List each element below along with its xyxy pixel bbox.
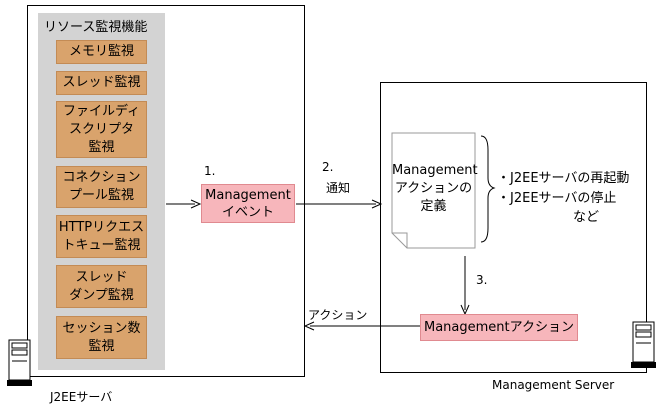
step-2-label: 2. [322,160,334,174]
feature-connection-pool: コネクション プール監視 [56,166,147,208]
management-server-box [380,82,647,373]
action-definition-document: Management アクションの 定義 [392,163,478,214]
step-1-label: 1. [204,164,216,178]
notify-label: 通知 [326,181,351,195]
feature-thread: スレッド監視 [56,71,147,95]
example-etc: など [573,210,600,225]
example-stop: ・J2EEサーバの停止 [497,191,617,206]
j2ee-server-icon [7,339,32,386]
feature-file-descriptor: ファイルディ スクリプタ 監視 [56,101,147,158]
management-server-label: Management Server [492,378,615,392]
management-server-icon [631,321,656,368]
management-event-box: Management イベント [201,184,295,223]
example-restart: ・J2EEサーバの再起動 [497,171,630,186]
feature-thread-dump: スレッド ダンプ監視 [56,265,147,308]
feature-session-count: セッション数 監視 [56,316,147,359]
feature-http-request-queue: HTTPリクエス トキュー監視 [56,215,147,258]
panel-title: リソース監視機能 [44,20,148,35]
j2ee-server-label: J2EEサーバ [50,390,113,404]
feature-memory: メモリ監視 [56,40,147,64]
action-arrow-label: アクション [308,308,368,322]
j2ee-server-box [27,5,305,377]
management-action-box: Managementアクション [420,314,578,341]
step-3-label: 3. [476,273,488,287]
